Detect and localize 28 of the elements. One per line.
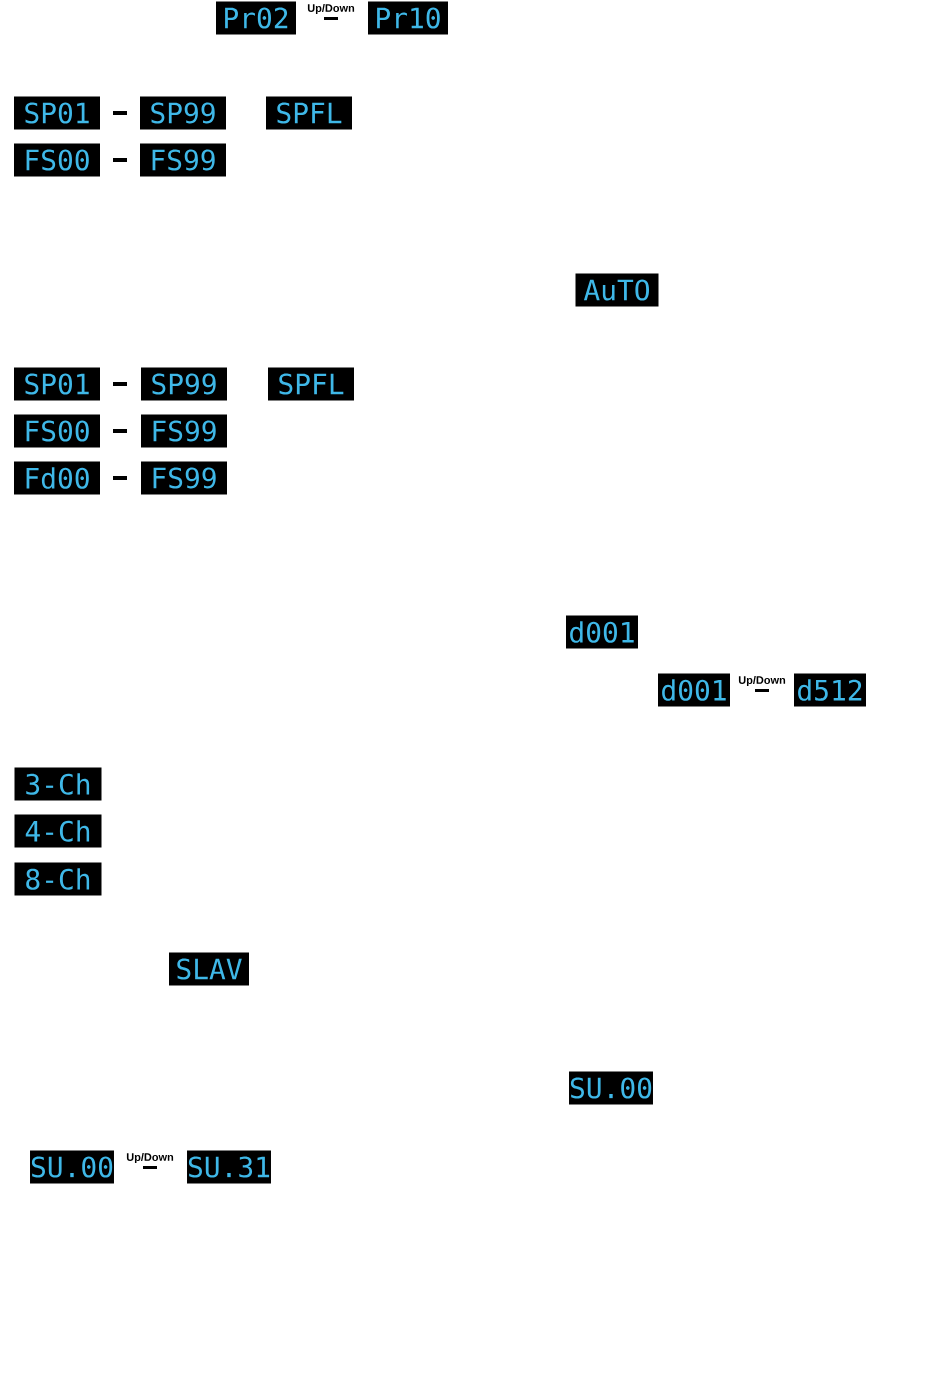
lcd-display: 3-Ch xyxy=(14,767,102,801)
lcd-display: SU.31 xyxy=(187,1150,271,1184)
lcd-display: SP99 xyxy=(141,367,227,401)
lcd-display: 4-Ch xyxy=(14,814,102,848)
range-label: Up/Down xyxy=(738,675,786,687)
lcd-display: SPFL xyxy=(268,367,354,401)
lcd-display: SLAV xyxy=(169,952,249,986)
range-label: Up/Down xyxy=(126,1152,174,1164)
lcd-display: AuTO xyxy=(575,273,659,307)
lcd-display: SPFL xyxy=(266,96,352,130)
lcd-display: FS00 xyxy=(14,414,100,448)
lcd-display: d001 xyxy=(566,615,638,649)
lcd-display: Fd00 xyxy=(14,461,100,495)
lcd-display: Pr10 xyxy=(368,1,448,35)
lcd-display: FS00 xyxy=(14,143,100,177)
lcd-display: Pr02 xyxy=(216,1,296,35)
lcd-display: FS99 xyxy=(140,143,226,177)
lcd-display: SP01 xyxy=(14,367,100,401)
range-label: Up/Down xyxy=(307,3,355,15)
lcd-display: FS99 xyxy=(141,461,227,495)
lcd-display: d512 xyxy=(794,673,866,707)
lcd-display: SP99 xyxy=(140,96,226,130)
lcd-display: SP01 xyxy=(14,96,100,130)
lcd-display: FS99 xyxy=(141,414,227,448)
lcd-display: SU.00 xyxy=(569,1071,653,1105)
lcd-display: d001 xyxy=(658,673,730,707)
lcd-display: SU.00 xyxy=(30,1150,114,1184)
lcd-display: 8-Ch xyxy=(14,862,102,896)
